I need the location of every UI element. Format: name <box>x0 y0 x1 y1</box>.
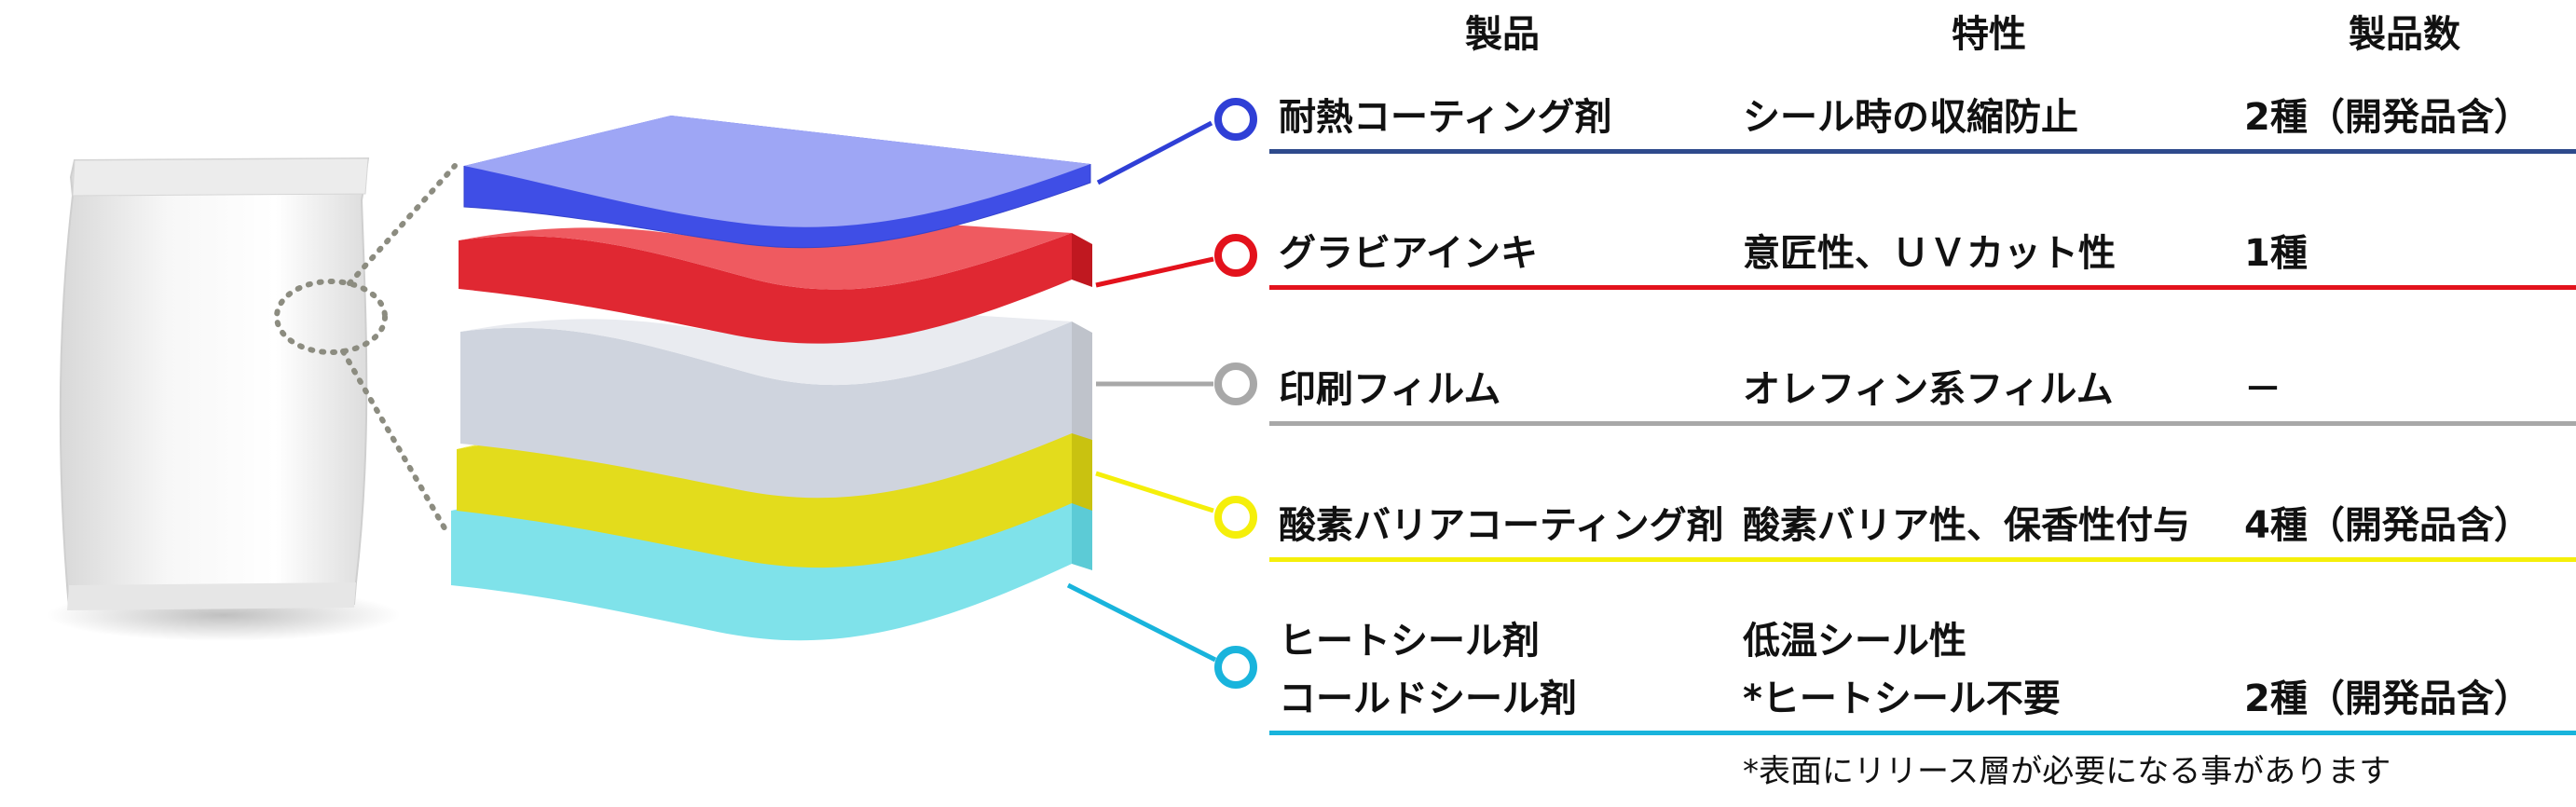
row-2-property: 意匠性、ＵＶカット性 <box>1743 232 2116 275</box>
row-4-count: 4種（開発品含） <box>2244 504 2531 547</box>
marker-gray <box>1214 362 1257 405</box>
connector-cyan <box>1066 582 1257 689</box>
marker-red <box>1214 234 1257 277</box>
connector-gray <box>1096 362 1257 405</box>
row-1-underline <box>1269 149 2576 154</box>
footnote: *表面にリリース層が必要になる事があります <box>1743 753 2391 790</box>
row-4-product: 酸素バリアコーティング剤 <box>1279 504 1724 547</box>
marker-cyan <box>1214 646 1257 689</box>
layer-printed-film <box>460 309 1092 499</box>
row-5-underline <box>1269 731 2576 735</box>
row-1-product: 耐熱コーティング剤 <box>1279 96 1612 139</box>
row-5-property-line-2: *ヒートシール不要 <box>1743 677 2061 720</box>
row-3-product: 印刷フィルム <box>1279 368 1501 411</box>
header-product: 製品 <box>1465 13 1540 56</box>
row-5-product-line-2: コールドシール剤 <box>1279 677 1577 720</box>
row-4-underline <box>1269 557 2576 562</box>
connector-red <box>1095 234 1257 288</box>
row-3-underline <box>1269 421 2576 426</box>
marker-yellow <box>1214 496 1257 539</box>
row-4-property: 酸素バリア性、保香性付与 <box>1743 504 2190 547</box>
connector-yellow <box>1095 471 1257 539</box>
row-2-underline <box>1269 285 2576 290</box>
row-2-count: 1種 <box>2244 232 2308 275</box>
marker-blue <box>1214 98 1257 141</box>
row-3-count: － <box>2244 368 2281 411</box>
row-5-product-line-1: ヒートシール剤 <box>1279 620 1540 663</box>
zoom-indicator <box>274 163 458 536</box>
layer-gravure-ink <box>459 220 1092 344</box>
header-property: 特性 <box>1952 13 2026 56</box>
connector-blue <box>1096 98 1257 185</box>
header-count: 製品数 <box>2349 13 2460 56</box>
row-3-property: オレフィン系フィルム <box>1743 368 2114 411</box>
layer-heat-resistant-coating <box>463 116 1091 249</box>
package-bag-image <box>47 157 401 641</box>
row-1-property: シール時の収縮防止 <box>1743 96 2078 139</box>
row-2-product: グラビアインキ <box>1279 232 1538 275</box>
row-5-count: 2種（開発品含） <box>2244 677 2531 720</box>
row-1-count: 2種（開発品含） <box>2244 96 2531 139</box>
row-5-property-line-1: 低温シール性 <box>1743 620 1966 663</box>
